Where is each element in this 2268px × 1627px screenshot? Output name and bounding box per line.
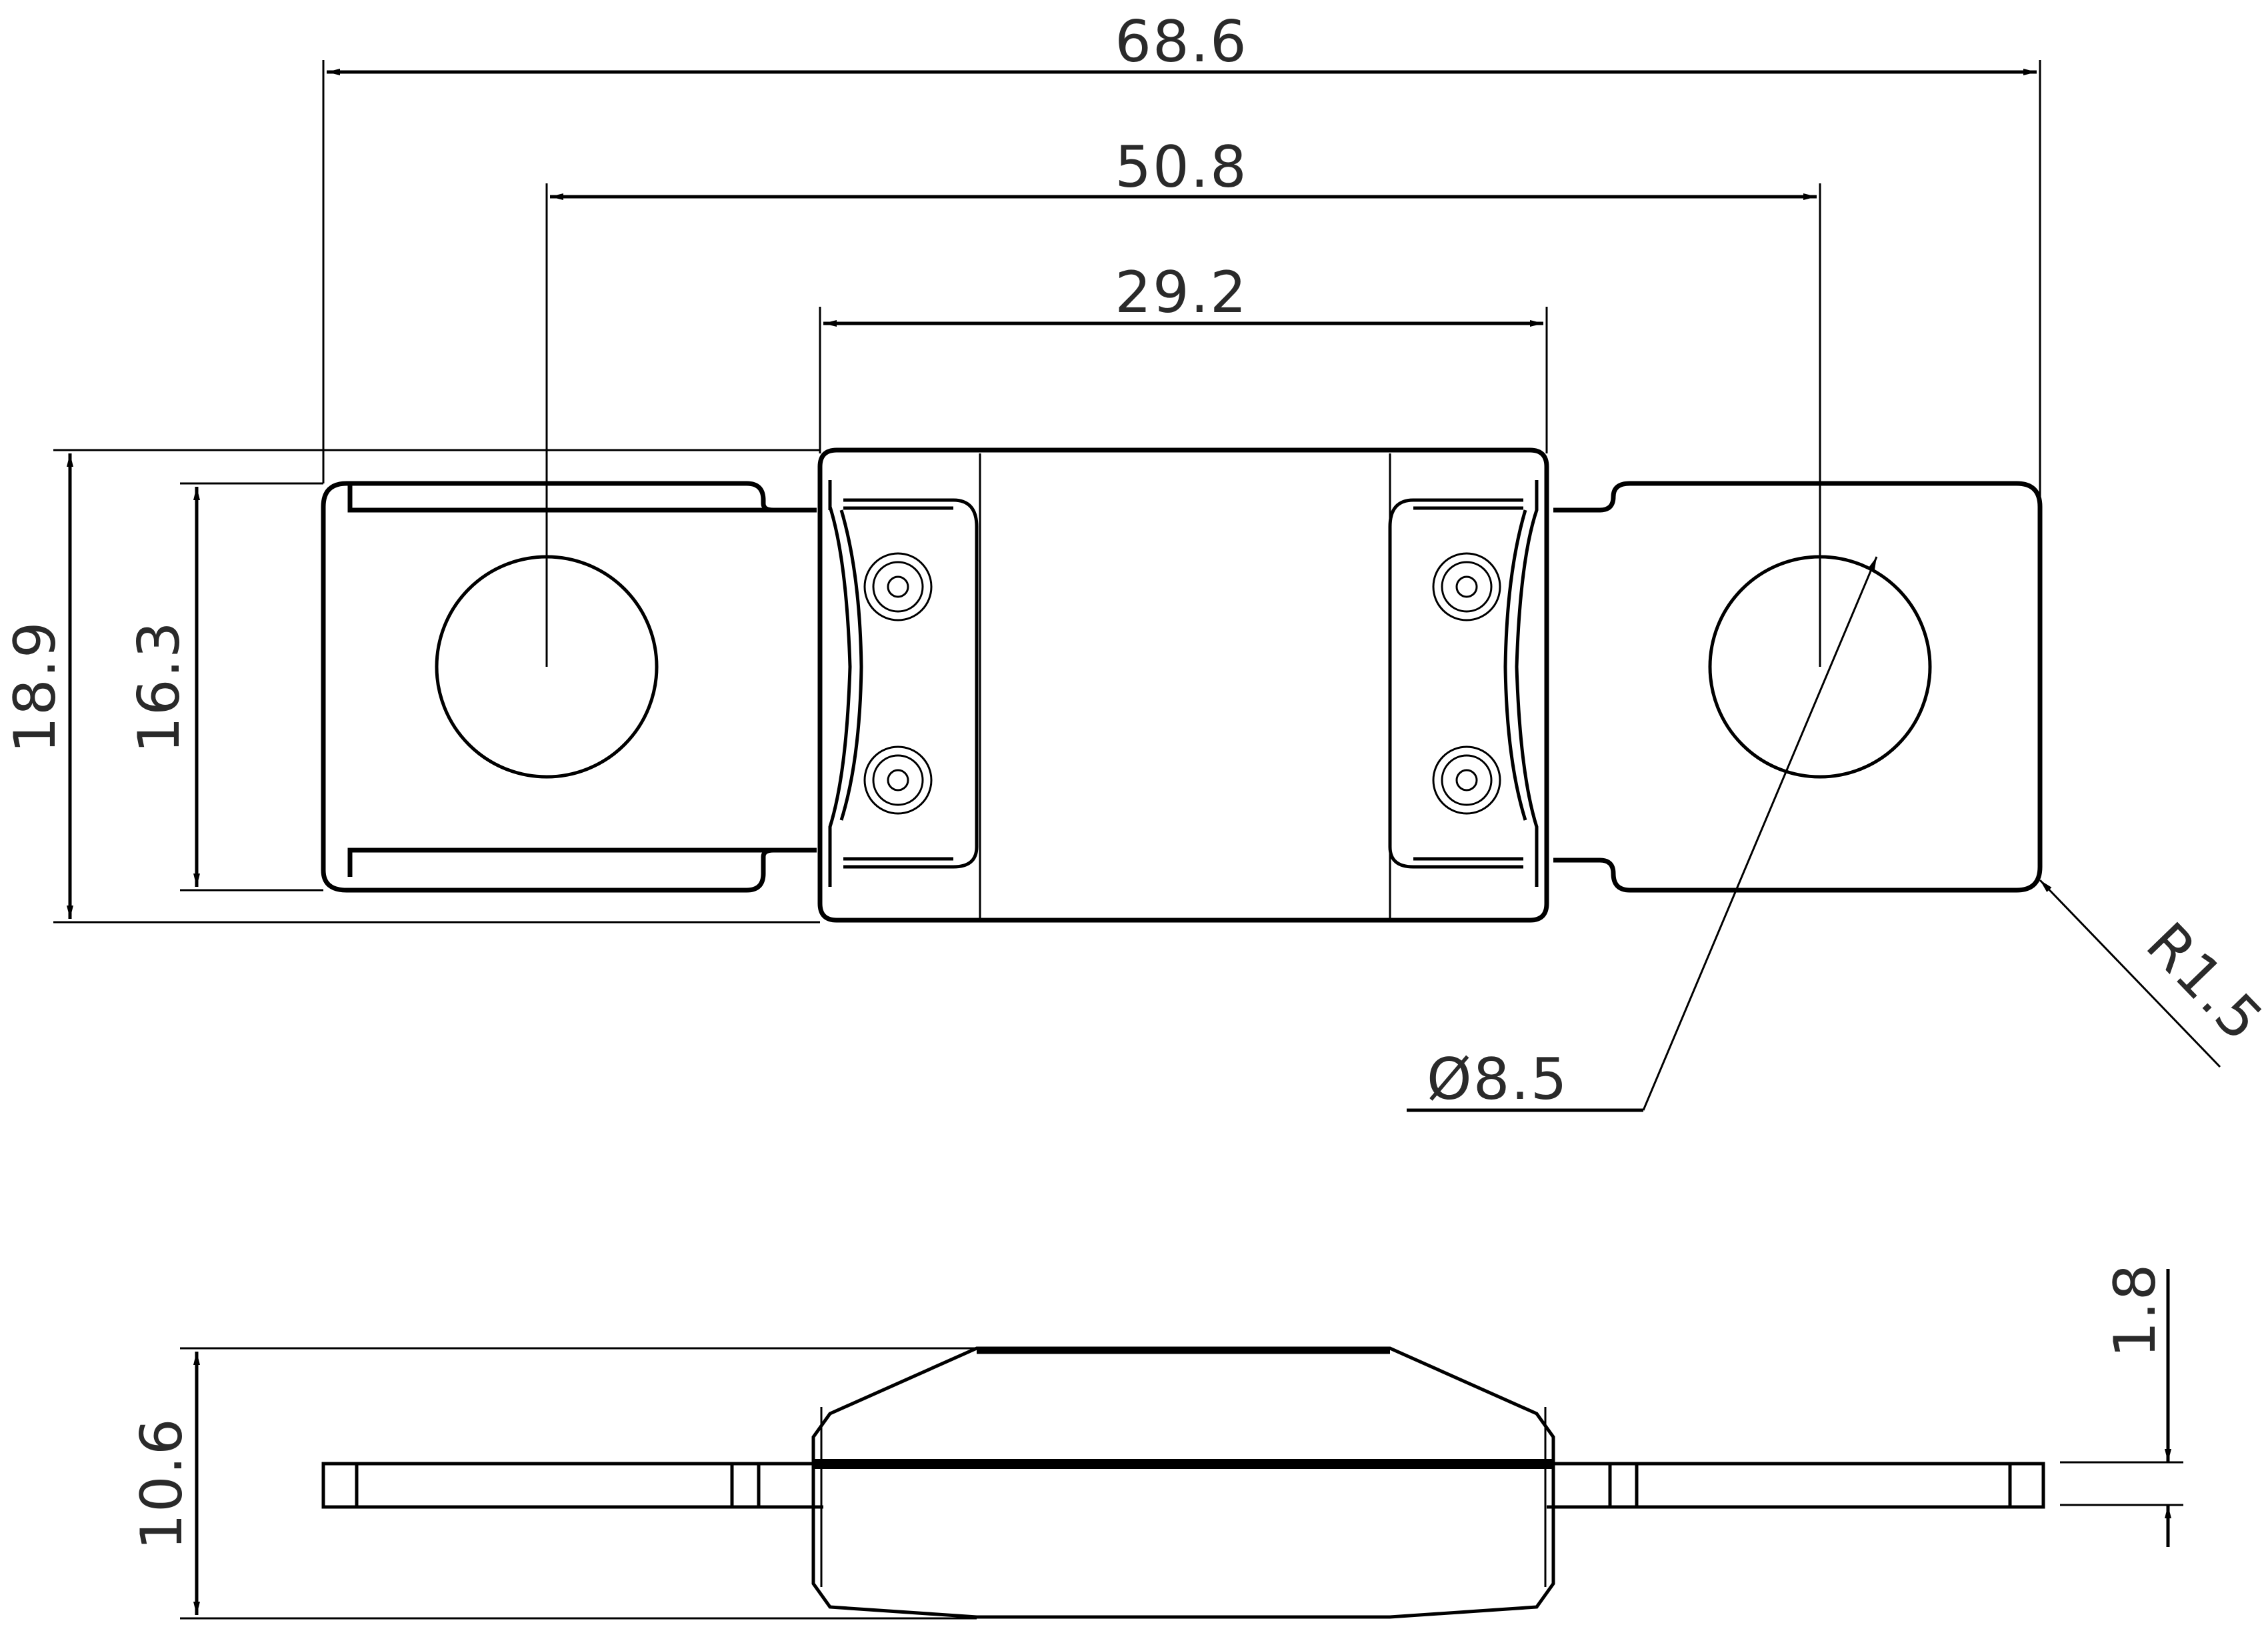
rivet-right-bottom: [1432, 745, 1501, 815]
left-clip: [828, 480, 863, 887]
rivet-right-top: [1432, 552, 1501, 621]
dim-label-overall-thickness: 10.6: [129, 1417, 195, 1550]
side-body-center-band: [813, 1459, 1553, 1469]
dimension-hole-spacing: 50.8: [545, 134, 1821, 667]
side-body-outline: [811, 1346, 1555, 1619]
rivet-left-top: [863, 552, 933, 621]
side-view: 10.6 1.8: [129, 1263, 2183, 1620]
dim-label-hole-spacing: 50.8: [1115, 134, 1247, 201]
dim-label-body-length: 29.2: [1115, 259, 1247, 326]
dimension-overall-length: 68.6: [322, 9, 2041, 507]
dimension-terminal-height: 16.3: [126, 482, 323, 892]
side-terminal-right: [1547, 1462, 2045, 1509]
left-terminal-plate: [321, 481, 817, 893]
left-clip-plate: [843, 498, 979, 869]
dimension-terminal-thickness: 1.8: [2060, 1263, 2183, 1547]
dim-label-overall-length: 68.6: [1115, 9, 1247, 75]
right-clip-plate: [1388, 498, 1523, 869]
right-terminal-plate: [1553, 481, 2043, 893]
dim-label-terminal-thickness: 1.8: [2102, 1263, 2169, 1358]
dim-label-hole-diameter: Ø8.5: [1427, 1046, 1568, 1113]
dim-label-corner-radius: R1.5: [2133, 910, 2268, 1055]
side-terminal-left: [321, 1462, 823, 1509]
top-view: 68.6 50.8 29.2 18.9 16.3: [2, 9, 2268, 1113]
dim-label-body-height: 18.9: [2, 620, 69, 753]
dimension-body-length: 29.2: [819, 259, 1548, 453]
dimension-body-height: 18.9: [2, 449, 820, 924]
dimension-hole-diameter: Ø8.5: [1407, 556, 1878, 1113]
fuse-body-outline: [817, 447, 1549, 923]
dimension-overall-thickness: 10.6: [129, 1347, 977, 1620]
dimension-corner-radius: R1.5: [2039, 879, 2268, 1068]
rivet-left-bottom: [863, 745, 933, 815]
right-clip: [1503, 480, 1539, 887]
dim-label-terminal-height: 16.3: [126, 620, 193, 753]
